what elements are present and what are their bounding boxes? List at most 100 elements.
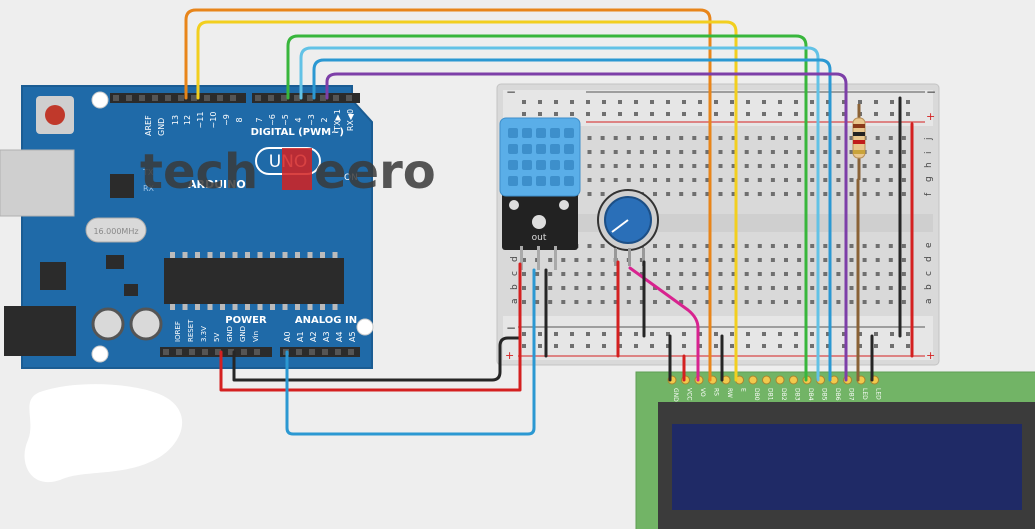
header-pin[interactable] xyxy=(176,349,182,355)
chip-pin xyxy=(257,252,263,258)
breadboard-hole xyxy=(692,192,697,196)
breadboard-hole xyxy=(692,300,697,304)
header-pin[interactable] xyxy=(152,95,158,101)
header-pin[interactable] xyxy=(346,95,352,101)
lcd-pin[interactable] xyxy=(762,375,771,385)
header-pin[interactable] xyxy=(113,95,119,101)
potentiometer[interactable] xyxy=(597,189,659,266)
breadboard-hole xyxy=(561,258,566,262)
header-pin[interactable] xyxy=(202,349,208,355)
rail-hole xyxy=(554,112,558,116)
header-pin[interactable] xyxy=(165,95,171,101)
breadboard-hole xyxy=(731,192,736,196)
breadboard-hole xyxy=(784,136,788,140)
chip-pin xyxy=(207,252,213,258)
header-pin[interactable] xyxy=(178,95,184,101)
rail-hole xyxy=(538,100,542,104)
breadboard-hole xyxy=(823,178,828,182)
row-letter: a xyxy=(510,298,520,304)
grille-slot xyxy=(522,176,532,186)
breadboard-hole xyxy=(626,178,631,182)
header-pin[interactable] xyxy=(191,95,197,101)
header-pin[interactable] xyxy=(294,95,300,101)
chip-pin xyxy=(170,304,175,310)
breadboard-hole xyxy=(574,258,579,262)
breadboard-hole xyxy=(862,258,867,262)
breadboard-hole xyxy=(639,286,644,290)
atmega-chip-pins xyxy=(170,252,338,310)
rail-hole xyxy=(634,332,638,336)
breadboard-hole xyxy=(666,300,671,304)
header-pin[interactable] xyxy=(255,95,261,101)
breadboard-hole xyxy=(731,258,736,262)
breadboard-hole xyxy=(731,178,736,182)
header-pin[interactable] xyxy=(281,95,287,101)
rail-hole xyxy=(650,100,654,104)
header-pin[interactable] xyxy=(254,349,260,355)
breadboard-hole xyxy=(705,258,710,262)
header-pin[interactable] xyxy=(296,349,302,355)
rail-hole xyxy=(666,344,670,348)
breadboard-hole xyxy=(757,286,762,290)
rail-hole xyxy=(570,112,574,116)
header-pin[interactable] xyxy=(139,95,145,101)
breadboard-hole xyxy=(731,300,736,304)
rail-hole xyxy=(522,112,526,116)
chip-pin xyxy=(220,304,225,310)
lcd-pin[interactable] xyxy=(789,375,798,385)
header-pin[interactable] xyxy=(189,349,195,355)
header-pin[interactable] xyxy=(228,349,234,355)
breadboard-hole xyxy=(836,300,841,304)
header-pin[interactable] xyxy=(333,95,339,101)
header-pin[interactable] xyxy=(320,95,326,101)
breadboard-hole xyxy=(810,300,815,304)
header-pin[interactable] xyxy=(241,349,247,355)
rail-hole xyxy=(586,344,590,348)
header-pin[interactable] xyxy=(322,349,328,355)
digital-pin-label: 13 xyxy=(171,115,180,125)
header-pin[interactable] xyxy=(163,349,169,355)
rail-hole xyxy=(906,112,910,116)
breadboard-hole xyxy=(600,272,605,276)
breadboard-hole xyxy=(600,150,605,154)
breadboard-hole xyxy=(600,178,605,182)
breadboard-hole xyxy=(600,244,605,248)
breadboard-hole xyxy=(587,192,592,196)
lcd-pin-label: DB4 xyxy=(807,388,814,401)
header-pin[interactable] xyxy=(230,95,236,101)
header-pin[interactable] xyxy=(217,95,223,101)
grille-slot xyxy=(536,144,546,154)
breadboard-hole xyxy=(692,178,697,182)
lcd-pin[interactable] xyxy=(775,375,785,385)
rail-hole xyxy=(762,100,766,104)
header-pin[interactable] xyxy=(348,349,354,355)
header-pin[interactable] xyxy=(215,349,221,355)
breadboard-hole xyxy=(797,178,802,182)
breadboard-hole xyxy=(718,272,723,276)
breadboard-hole xyxy=(862,300,867,304)
breadboard-hole xyxy=(849,192,854,196)
tx-label: TX xyxy=(142,168,154,177)
breadboard-hole xyxy=(600,192,605,196)
lcd-pin[interactable] xyxy=(748,375,758,385)
breadboard-hole xyxy=(784,258,788,262)
breadboard-hole xyxy=(639,150,644,154)
breadboard-hole xyxy=(797,136,802,140)
chip-pin xyxy=(195,304,200,310)
breadboard-hole xyxy=(770,286,775,290)
breadboard-hole xyxy=(770,136,775,140)
header-pin[interactable] xyxy=(126,95,132,101)
header-pin[interactable] xyxy=(309,349,315,355)
rail-hole xyxy=(794,332,798,336)
rail-hole xyxy=(746,332,750,336)
rail-hole xyxy=(682,100,686,104)
dht11-out-label: out xyxy=(532,233,547,243)
header-pin[interactable] xyxy=(307,95,313,101)
reset-button[interactable] xyxy=(45,105,65,125)
header-pin[interactable] xyxy=(335,349,341,355)
breadboard-hole xyxy=(744,178,749,182)
rail-hole xyxy=(570,100,574,104)
breadboard-hole xyxy=(810,286,815,290)
header-pin[interactable] xyxy=(268,95,274,101)
header-pin[interactable] xyxy=(204,95,210,101)
